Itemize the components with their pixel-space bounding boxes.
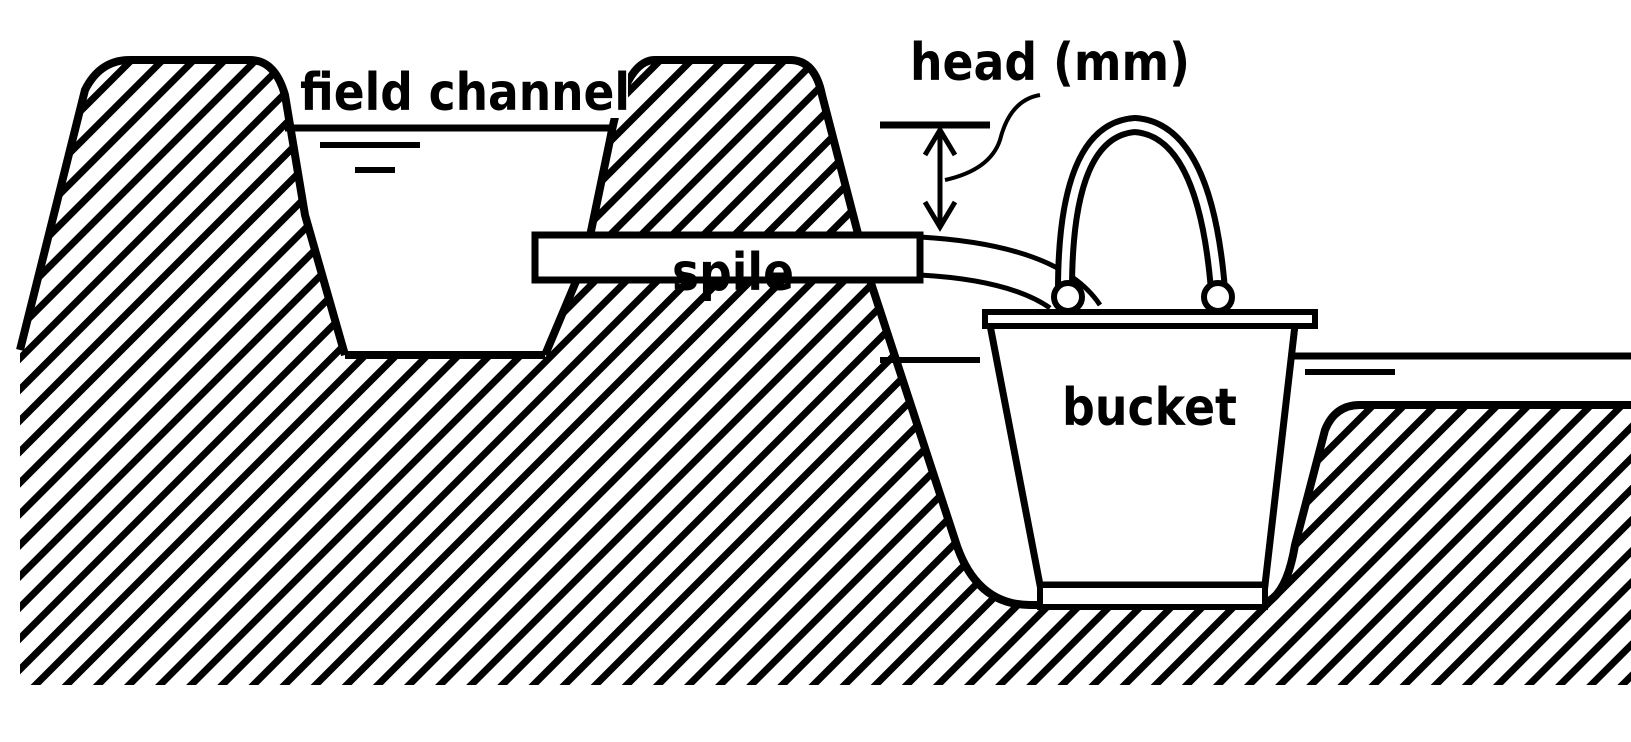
water-jet (919, 234, 1103, 311)
spile (531, 231, 924, 284)
spile-label: spile (672, 243, 794, 303)
field-channel-label-backing (298, 62, 628, 118)
bucket-label: bucket (1062, 378, 1237, 438)
ground-hatch (20, 60, 1631, 685)
head-label: head (mm) (910, 33, 1190, 93)
head-dimension-marker (880, 93, 1041, 232)
field-channel-water-level (285, 124, 615, 173)
field-channel-label: field channel (300, 63, 630, 123)
bucket-handle (1055, 114, 1228, 291)
left-bank-outline (16, 56, 349, 357)
ditch-water-level (880, 352, 1631, 375)
bucket (982, 114, 1318, 610)
